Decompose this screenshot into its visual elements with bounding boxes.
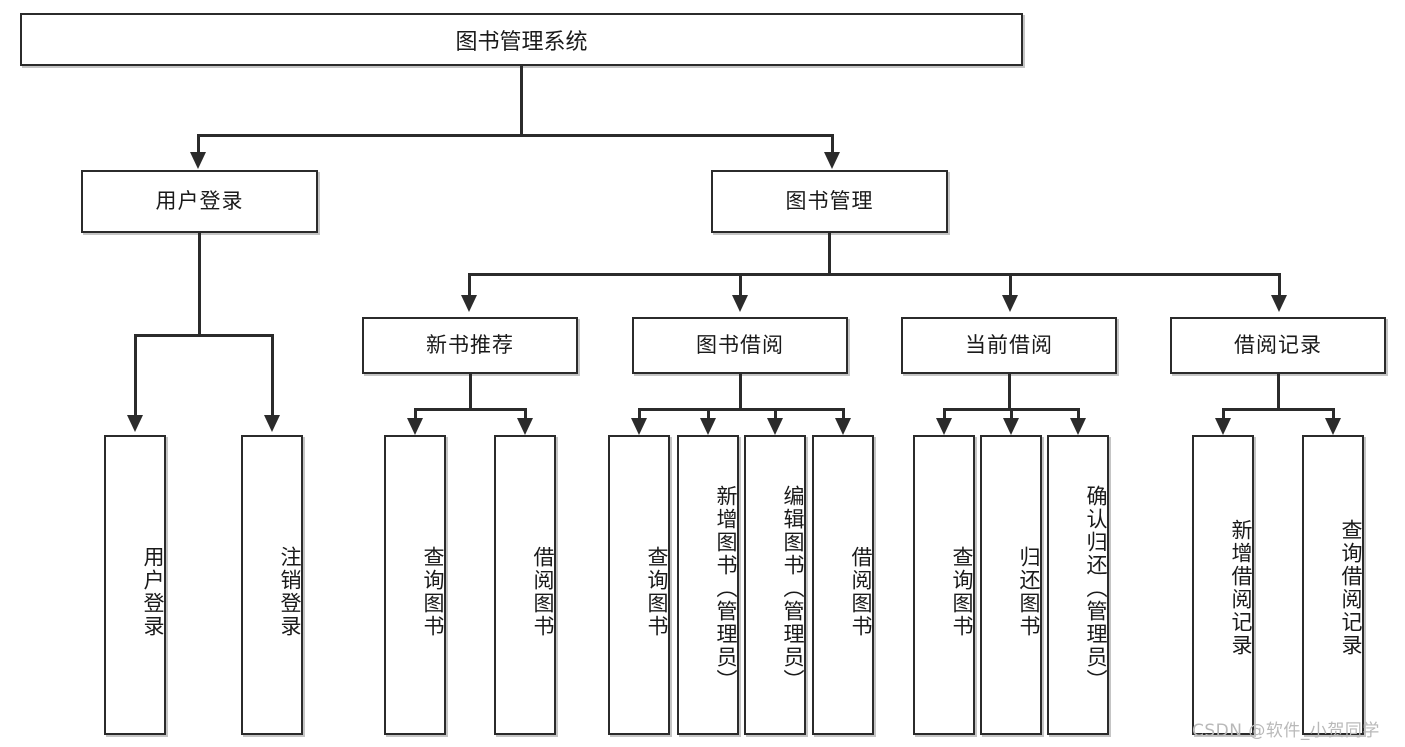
connector-level2-bus	[197, 134, 834, 137]
arrow-user-login-child-2	[264, 415, 280, 432]
node-borrow-records[interactable]: 借阅记录	[1170, 317, 1386, 374]
connector-to-current-borrow	[1009, 273, 1012, 297]
connector-current-borrow-child-1	[943, 408, 946, 420]
leaf-borrow-book[interactable]: 借阅图书	[812, 435, 874, 735]
connector-book-borrow-child-2	[707, 408, 710, 420]
arrow-new-book-child-1	[407, 418, 423, 435]
connector-book-manage-stem	[828, 233, 831, 275]
leaf-user-login[interactable]: 用户登录	[104, 435, 166, 735]
arrow-book-borrow-child-3	[767, 418, 783, 435]
connector-to-book-manage	[831, 134, 834, 155]
node-book-borrow[interactable]: 图书借阅	[632, 317, 848, 374]
leaf-add-borrow-record[interactable]: 新增借阅记录	[1192, 435, 1254, 735]
arrow-to-current-borrow	[1002, 295, 1018, 312]
leaf-confirm-return-admin[interactable]: 确认归还（管理员）	[1047, 435, 1109, 735]
node-current-borrow[interactable]: 当前借阅	[901, 317, 1117, 374]
connector-book-borrow-child-3	[774, 408, 777, 420]
arrow-to-user-login	[190, 152, 206, 169]
leaf-query-borrow-record[interactable]: 查询借阅记录	[1302, 435, 1364, 735]
node-user-login[interactable]: 用户登录	[81, 170, 318, 233]
arrow-current-borrow-child-3	[1070, 418, 1086, 435]
connector-new-book-bus	[414, 408, 526, 411]
node-book-management[interactable]: 图书管理	[711, 170, 948, 233]
arrow-current-borrow-child-1	[936, 418, 952, 435]
connector-to-user-login	[197, 134, 200, 155]
connector-level3-bus	[468, 273, 1280, 276]
arrow-borrow-records-child-2	[1325, 418, 1341, 435]
arrow-to-book-borrow	[732, 295, 748, 312]
connector-current-borrow-child-3	[1077, 408, 1080, 420]
connector-borrow-records-stem	[1277, 374, 1280, 409]
arrow-to-borrow-records	[1271, 295, 1287, 312]
leaf-query-book-current[interactable]: 查询图书	[913, 435, 975, 735]
arrow-current-borrow-child-2	[1003, 418, 1019, 435]
connector-to-borrow-records	[1278, 273, 1281, 297]
connector-borrow-records-child-2	[1332, 408, 1335, 420]
arrow-to-new-book	[461, 295, 477, 312]
connector-user-login-child-2	[271, 334, 274, 418]
arrow-user-login-child-1	[127, 415, 143, 432]
connector-book-borrow-child-4	[842, 408, 845, 420]
arrow-borrow-records-child-1	[1215, 418, 1231, 435]
connector-new-book-stem	[469, 374, 472, 409]
arrow-book-borrow-child-2	[700, 418, 716, 435]
connector-user-login-child-1	[134, 334, 137, 418]
connector-current-borrow-child-2	[1010, 408, 1013, 420]
arrow-book-borrow-child-1	[631, 418, 647, 435]
leaf-logout[interactable]: 注销登录	[241, 435, 303, 735]
connector-to-book-borrow	[739, 273, 742, 297]
connector-book-borrow-bus	[638, 408, 845, 411]
connector-borrow-records-child-1	[1222, 408, 1225, 420]
connector-borrow-records-bus	[1222, 408, 1334, 411]
arrow-to-book-manage	[824, 152, 840, 169]
connector-user-login-stem	[198, 233, 201, 335]
arrow-new-book-child-2	[517, 418, 533, 435]
node-root-system[interactable]: 图书管理系统	[20, 13, 1023, 66]
connector-current-borrow-stem	[1008, 374, 1011, 409]
leaf-query-book-new[interactable]: 查询图书	[384, 435, 446, 735]
connector-new-book-child-2	[524, 408, 527, 420]
leaf-return-book[interactable]: 归还图书	[980, 435, 1042, 735]
node-new-book-recommend[interactable]: 新书推荐	[362, 317, 578, 374]
connector-new-book-child-1	[414, 408, 417, 420]
leaf-borrow-book-new[interactable]: 借阅图书	[494, 435, 556, 735]
connector-root-stem	[520, 66, 523, 135]
connector-book-borrow-child-1	[638, 408, 641, 420]
arrow-book-borrow-child-4	[835, 418, 851, 435]
leaf-edit-book-admin[interactable]: 编辑图书（管理员）	[744, 435, 806, 735]
connector-to-new-book	[468, 273, 471, 297]
leaf-add-book-admin[interactable]: 新增图书（管理员）	[677, 435, 739, 735]
connector-book-borrow-stem	[739, 374, 742, 409]
connector-user-login-bus	[134, 334, 273, 337]
leaf-query-book-borrow[interactable]: 查询图书	[608, 435, 670, 735]
